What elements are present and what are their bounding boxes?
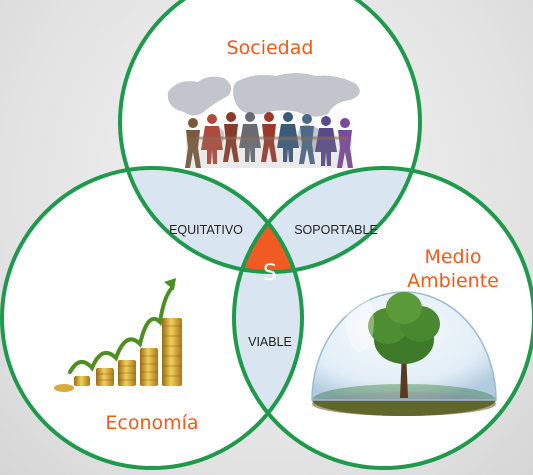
society-illustration [167,73,360,168]
society-ring [118,0,422,274]
environment-illustration [311,291,497,416]
economy-ring [0,166,304,470]
bearable-region [234,168,420,272]
environment-ring [232,166,533,470]
environment-label-line1: Medio [424,246,481,268]
people-figures [185,112,353,168]
society-label: Sociedad [227,37,314,59]
bearable-label: SOPORTABLE [294,223,378,237]
economy-label: Economía [105,412,198,434]
viable-label: VIABLE [248,335,292,349]
tree-icon [368,292,440,398]
center-label: S [263,261,277,286]
growth-arrow-icon [68,278,176,374]
economy-illustration [54,278,182,392]
overlap-regions [120,168,420,468]
environment-label-line2: Ambiente [407,270,499,292]
equitable-region [120,168,302,272]
coin-stacks [54,318,182,392]
equitable-label: EQUITATIVO [169,223,243,237]
